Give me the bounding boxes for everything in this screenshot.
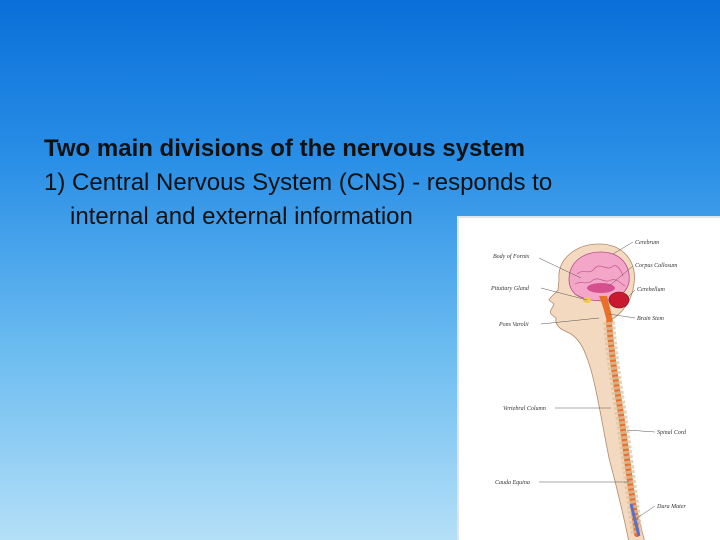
body-silhouette: [548, 243, 645, 540]
label-pituitary-gland: Pituitary Gland: [490, 286, 530, 292]
label-corpus-callosum: Corpus Callosum: [635, 263, 678, 269]
slide-content: Two main divisions of the nervous system…: [44, 132, 684, 234]
brain-stem-shape: [599, 296, 613, 322]
nervous-system-illustration: Cerebrum Body of Fornix Corpus Callosum …: [490, 240, 687, 540]
label-cerebellum: Cerebellum: [637, 287, 665, 293]
label-brain-stem: Brain Stem: [637, 316, 664, 322]
label-pons-varolii: Pons Varolii: [498, 322, 529, 328]
brain-folds: [574, 265, 626, 287]
label-spinal-cord: Spinal Cord: [657, 430, 687, 436]
nervous-system-diagram: Cerebrum Body of Fornix Corpus Callosum …: [457, 216, 720, 540]
label-cerebrum: Cerebrum: [635, 240, 660, 246]
cerebellum-shape: [608, 291, 630, 309]
label-cauda-equina: Cauda Equina: [495, 480, 530, 486]
bullet-point-cns: 1) Central Nervous System (CNS) - respon…: [44, 169, 553, 196]
label-body-of-fornix: Body of Fornix: [493, 253, 530, 260]
label-vertebral-column: Vertebral Column: [503, 406, 546, 412]
dura-mater-shape: [629, 503, 641, 537]
bullet-point-cns-continuation: internal and external information: [70, 203, 413, 230]
slide-heading: Two main divisions of the nervous system: [44, 135, 525, 162]
label-dura-mater: Dura Mater: [656, 504, 686, 510]
corpus-callosum-shape: [587, 283, 615, 293]
vertebrae-shape: [603, 321, 643, 535]
